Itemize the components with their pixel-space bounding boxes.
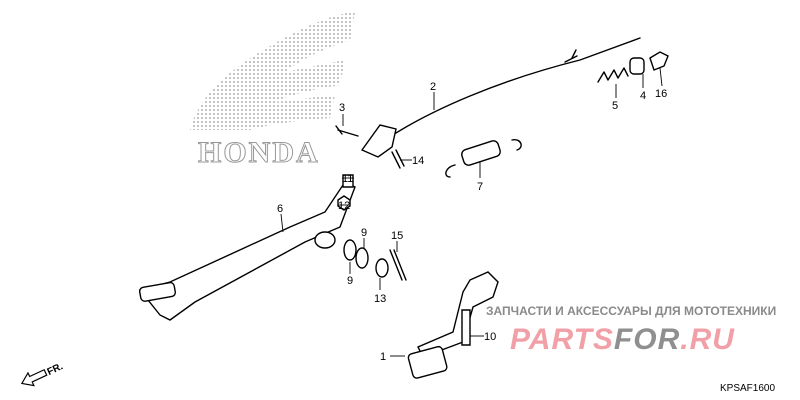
watermark-brand-parts: PARTS [510,323,614,356]
front-direction-arrow: FR. [20,361,65,387]
part-15-cotter-pin [389,249,407,281]
part-4-nut [629,57,645,75]
watermark-brand-for: FOR [613,323,681,356]
front-direction-label: FR. [46,361,65,378]
honda-logo-text: HONDA [198,136,320,169]
part-6-pedal-pad [138,281,177,302]
arrow-icon [20,368,48,387]
part-7-spring-body [461,140,501,166]
callout-16: 16 [655,88,667,100]
part-6-brake-pedal [138,181,356,321]
leader-lines [280,67,663,357]
callout-6: 6 [277,203,283,215]
watermark-brand: PARTSFOR.RU [510,324,735,356]
diagram-code: KPSAF1600 [720,383,776,394]
callout-11: 11 [342,173,353,185]
callout-7: 7 [477,181,483,193]
callout-2: 2 [430,81,436,93]
callout-3: 3 [339,102,345,114]
callout-12: 12 [338,200,350,212]
part-3-pin [335,125,359,137]
callout-10: 10 [484,331,496,343]
callout-4: 4 [640,90,646,102]
part-16-wing-nut [649,51,669,71]
part-9-seal [343,239,357,261]
callout-9-upper: 9 [361,227,367,239]
callout-14: 14 [412,155,424,167]
part-12-nut [337,195,351,211]
part-6-pivot [314,231,336,249]
callout-15: 15 [391,230,403,242]
part-9-seal-2 [355,247,369,269]
part-2-brake-rod [384,37,641,141]
part-5-spring [597,67,629,83]
callout-5: 5 [612,100,618,112]
rod-end [564,49,578,63]
brake-arm-bracket [360,124,397,158]
part-10-bolt [461,309,471,346]
part-1-pedal-rubber [407,345,448,379]
callout-9-lower: 9 [347,275,353,287]
watermark-tagline: ЗАПЧАСТИ И АКСЕССУАРЫ ДЛЯ МОТОТЕХНИКИ [486,304,777,318]
part-14-cotter-pin [391,149,405,169]
honda-wing-logo [190,12,355,130]
callout-13: 13 [374,293,386,305]
watermark-brand-ru: .RU [680,323,735,356]
part-13-washer [375,258,389,278]
callout-1: 1 [380,351,386,363]
part-7-spring [445,139,522,178]
